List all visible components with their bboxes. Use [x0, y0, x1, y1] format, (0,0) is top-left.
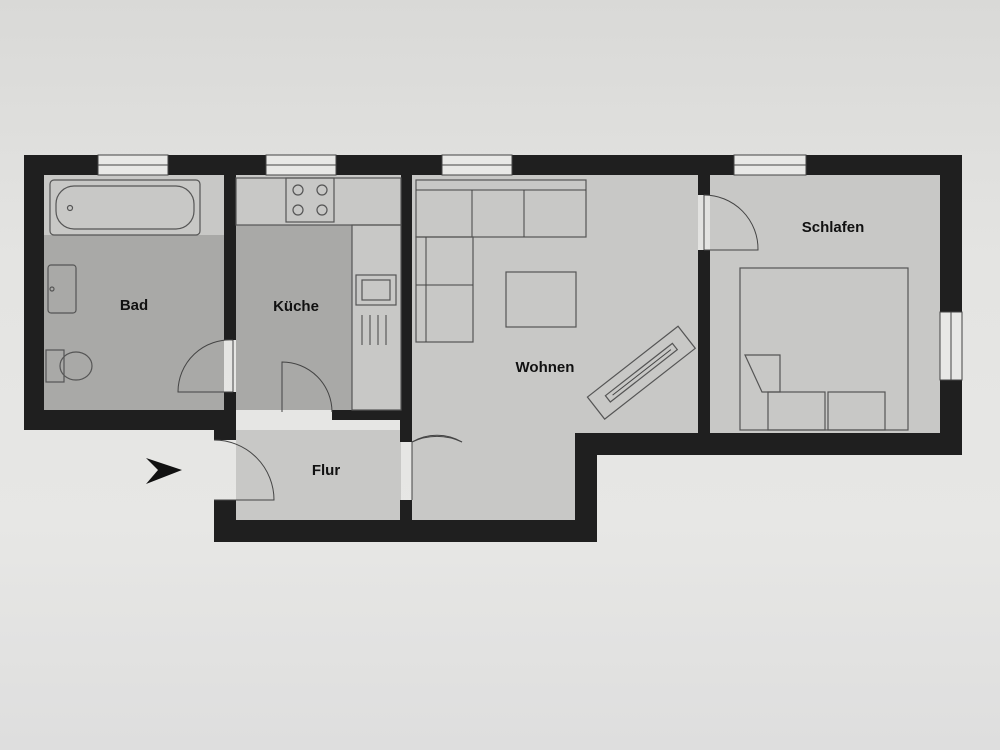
tile-bad — [44, 235, 224, 410]
stove — [285, 177, 335, 223]
label-flur: Flur — [312, 462, 340, 479]
kitchen-fixtures — [235, 177, 402, 411]
floor-wohnen — [412, 175, 698, 435]
door-bad — [177, 339, 234, 393]
door-kueche — [281, 361, 333, 413]
coffee-table — [505, 271, 577, 328]
label-kueche: Küche — [273, 298, 319, 315]
bathtub — [49, 179, 201, 236]
windows — [97, 154, 963, 381]
label-bad: Bad — [120, 297, 148, 314]
living-furniture — [415, 179, 697, 420]
sofa — [415, 179, 587, 238]
bedroom-furniture — [739, 267, 909, 431]
doors — [177, 194, 759, 501]
kitchen-sink — [355, 274, 397, 306]
bathroom-fixtures — [45, 179, 201, 383]
floor-wohnen-lower — [412, 435, 577, 520]
toilet-bowl — [59, 351, 93, 381]
door-entrance — [213, 439, 275, 501]
pillow-right — [827, 391, 886, 431]
entrance-arrow-icon — [146, 458, 182, 484]
pillow-left — [767, 391, 826, 431]
walls — [24, 155, 962, 542]
bed-blanket-fold — [744, 354, 781, 393]
toilet-tank — [45, 349, 65, 383]
tv-board — [586, 325, 697, 420]
tile-kueche — [236, 225, 352, 410]
floor-flur — [236, 430, 401, 520]
washbasin — [47, 264, 77, 314]
label-wohnen: Wohnen — [516, 359, 575, 376]
door-schlafen — [703, 194, 759, 251]
label-schlafen: Schlafen — [802, 219, 865, 236]
